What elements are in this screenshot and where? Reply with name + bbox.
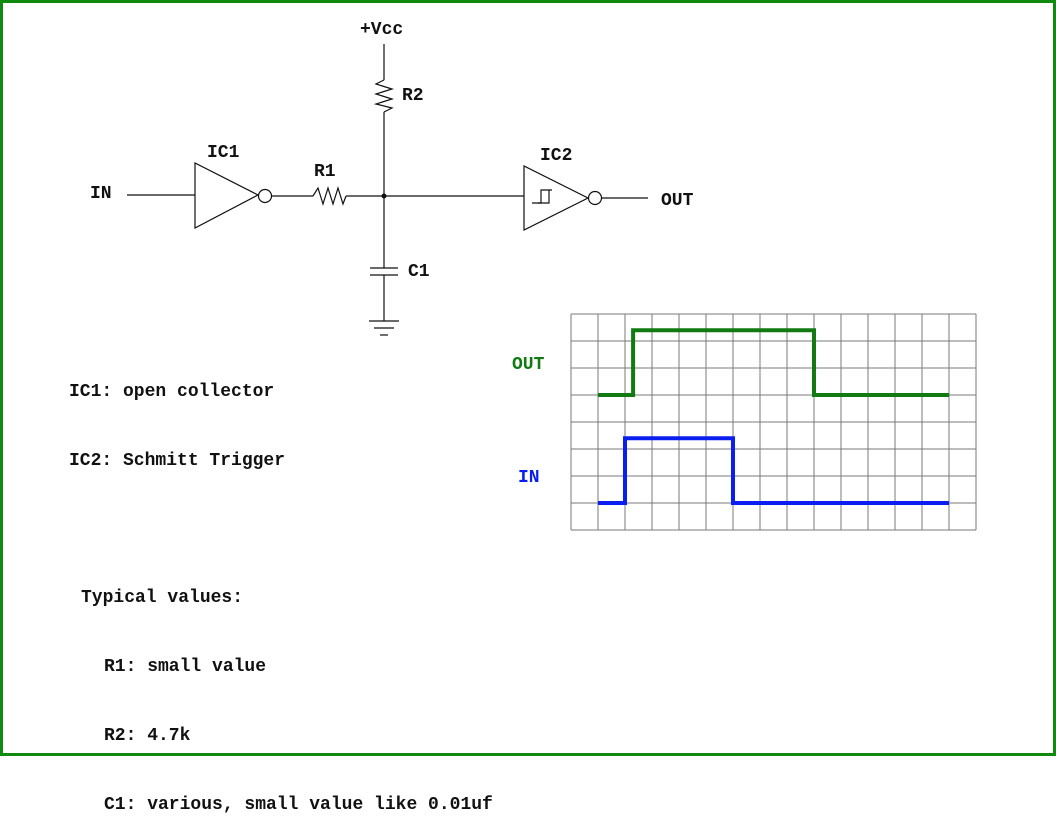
ic2-note: IC2: Schmitt Trigger [69,451,286,471]
input-label: IN [90,184,112,204]
typical-values: Typical values: R1: small value R2: 4.7k… [81,541,493,840]
out-waveform [598,328,949,397]
ic1-inverter-symbol [194,162,260,229]
output-label: OUT [661,191,694,211]
ic1-note: IC1: open collector [69,382,275,402]
typical-values-heading: Typical values: [81,588,244,608]
typical-r1: R1: small value [104,657,267,677]
ic2-label: IC2 [540,146,572,166]
ic1-inversion-bubble [257,188,273,204]
ic1-label: IC1 [207,143,240,163]
ic2-schmitt-inverter-symbol [523,165,590,231]
ic-notes: IC1: open collector IC2: Schmitt Trigger [69,335,285,496]
timing-in-label: IN [518,468,540,488]
typical-r2: R2: 4.7k [104,726,191,746]
r2-resistor-symbol [373,79,395,113]
circuit-schematic: +Vcc R2 IC1 R1 IC2 IN OUT C1 OUT IN [90,20,977,531]
r1-resistor-symbol [312,185,347,207]
in-waveform [598,436,949,505]
timing-out-label: OUT [512,355,545,375]
r1-label: R1 [314,162,336,182]
hysteresis-icon [532,189,552,204]
r2-label: R2 [402,86,424,106]
ground-icon [369,320,399,336]
timing-grid [570,313,977,531]
typical-c1: C1: various, small value like 0.01uf [104,795,493,815]
ic2-inversion-bubble [587,190,603,206]
vcc-label: +Vcc [360,20,403,40]
hysteresis-icon-inner [538,190,550,204]
c1-label: C1 [408,262,430,282]
diagram-frame [0,0,1056,756]
